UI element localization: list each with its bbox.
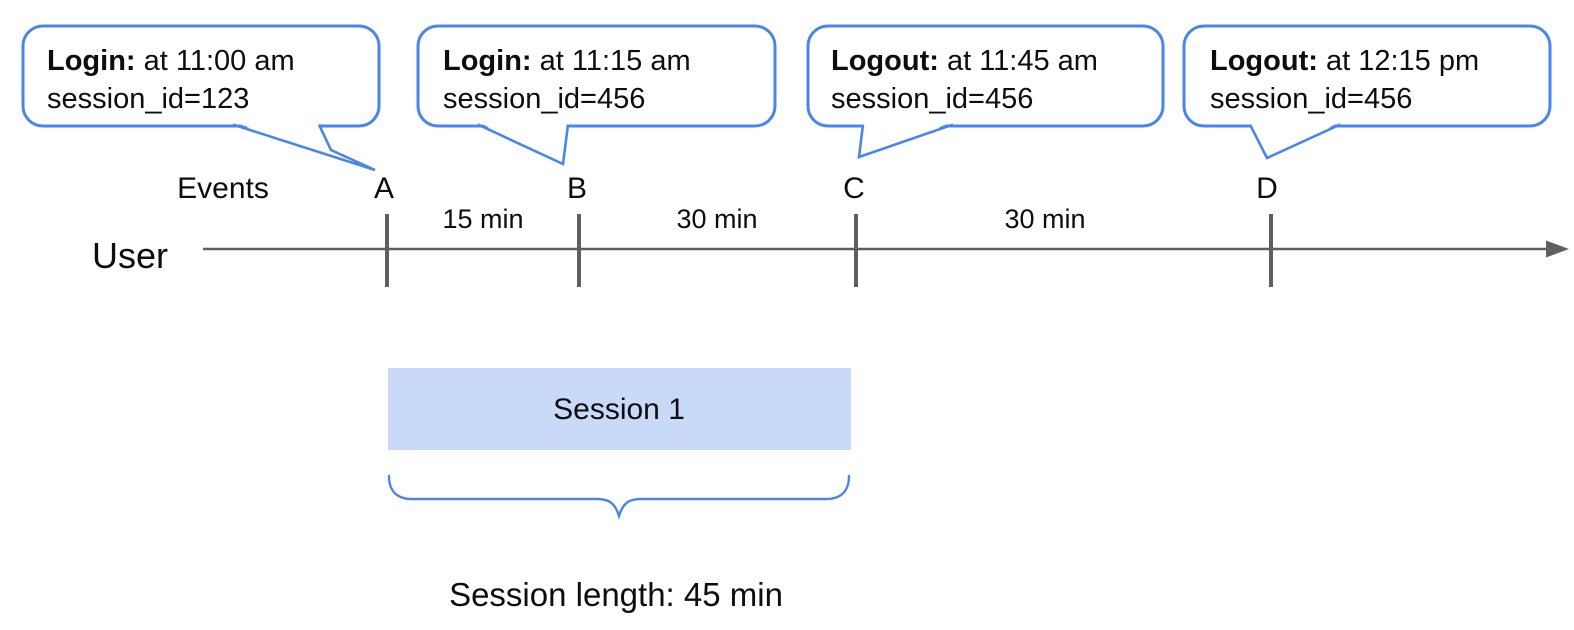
callout-tail bbox=[478, 122, 568, 164]
callout-logout-c: Logout: at 11:45 am session_id=456 bbox=[806, 24, 1165, 159]
callout-event-line: Logout: at 12:15 pm bbox=[1210, 45, 1479, 77]
callout-event-line: Login: at 11:00 am bbox=[47, 45, 295, 77]
session-box-label: Session 1 bbox=[553, 393, 685, 426]
interval-label-ab: 15 min bbox=[442, 204, 523, 234]
event-time-label: at 11:45 am bbox=[939, 45, 1098, 77]
session-length-label: Session length: 45 min bbox=[449, 576, 783, 613]
callout-tail-outline bbox=[477, 123, 570, 166]
callout-login-a: Login: at 11:00 am session_id=123 bbox=[21, 24, 381, 172]
event-type-label: Login: bbox=[443, 45, 532, 77]
interval-label-bc: 30 min bbox=[676, 204, 757, 234]
event-type-label: Login: bbox=[47, 45, 136, 77]
event-type-label: Logout: bbox=[1210, 45, 1318, 77]
session-box bbox=[388, 368, 851, 450]
callout-event-line: Logout: at 11:45 am bbox=[831, 45, 1098, 77]
session-brace bbox=[387, 474, 851, 521]
event-marker-b: B bbox=[567, 172, 587, 205]
event-marker-c: C bbox=[843, 172, 865, 205]
callout-bubble bbox=[806, 24, 1165, 128]
callout-session-id: session_id=456 bbox=[831, 83, 1033, 115]
callout-tail bbox=[1250, 122, 1340, 158]
event-time-label: at 11:00 am bbox=[136, 45, 295, 77]
event-marker-d: D bbox=[1256, 172, 1278, 205]
timeline-arrowhead-icon bbox=[1546, 240, 1569, 258]
callout-bubble bbox=[21, 24, 381, 128]
callout-tail-outline bbox=[1248, 123, 1341, 160]
user-label: User bbox=[92, 235, 168, 276]
callout-bubble bbox=[416, 24, 777, 128]
callout-session-id: session_id=456 bbox=[443, 83, 645, 115]
callout-tail-outline bbox=[232, 123, 376, 172]
event-time-label: at 11:15 am bbox=[532, 45, 691, 77]
callout-session-id: session_id=456 bbox=[1210, 83, 1412, 115]
callout-logout-d: Logout: at 12:15 pm session_id=456 bbox=[1182, 24, 1552, 160]
events-label: Events bbox=[177, 172, 269, 205]
event-time-label: at 12:15 pm bbox=[1318, 45, 1479, 77]
callout-tail-outline bbox=[857, 123, 954, 159]
interval-label-cd: 30 min bbox=[1004, 204, 1085, 234]
event-marker-a: A bbox=[374, 172, 394, 205]
event-type-label: Logout: bbox=[831, 45, 939, 77]
callout-login-b: Login: at 11:15 am session_id=456 bbox=[416, 24, 777, 166]
callout-event-line: Login: at 11:15 am bbox=[443, 45, 691, 77]
callout-bubble bbox=[1182, 24, 1552, 128]
callout-session-id: session_id=123 bbox=[47, 83, 249, 115]
